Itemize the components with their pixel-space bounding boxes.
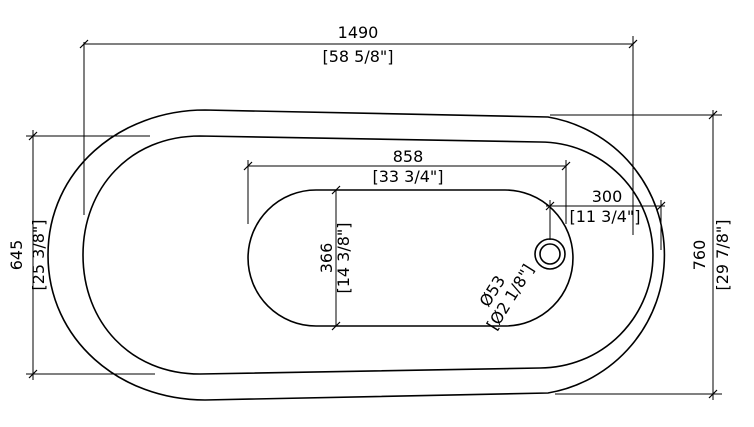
basin-width-dimension: 366 [14 3/8"] [317,185,353,331]
left-width-mm: 645 [7,240,26,271]
basin-length-inch: [33 3/4"] [372,167,443,186]
overall-length-dimension: 1490 [58 5/8"] [79,23,638,235]
tub-outer-outline [47,109,666,401]
overall-width-inch: [29 7/8"] [713,219,732,290]
drain-offset-mm: 300 [592,187,623,206]
drain-offset-dimension: 300 [11 3/4"] [545,187,666,250]
overall-width-dimension: 760 [29 7/8"] [550,110,732,400]
left-width-dimension: 645 [25 3/8"] [7,130,155,380]
basin-length-mm: 858 [393,147,424,166]
tub-inner-rim [82,135,654,375]
tub-basin [247,189,574,327]
basin-width-inch: [14 3/8"] [334,222,353,293]
overall-length-mm: 1490 [338,23,379,42]
overall-length-inch: [58 5/8"] [322,47,393,66]
basin-width-mm: 366 [317,243,336,274]
drain-offset-inch: [11 3/4"] [569,207,640,226]
basin-length-dimension: 858 [33 3/4"] [243,147,571,224]
overall-width-mm: 760 [690,240,709,271]
drain-inner-ring [539,243,561,265]
left-width-inch: [25 3/8"] [29,219,48,290]
